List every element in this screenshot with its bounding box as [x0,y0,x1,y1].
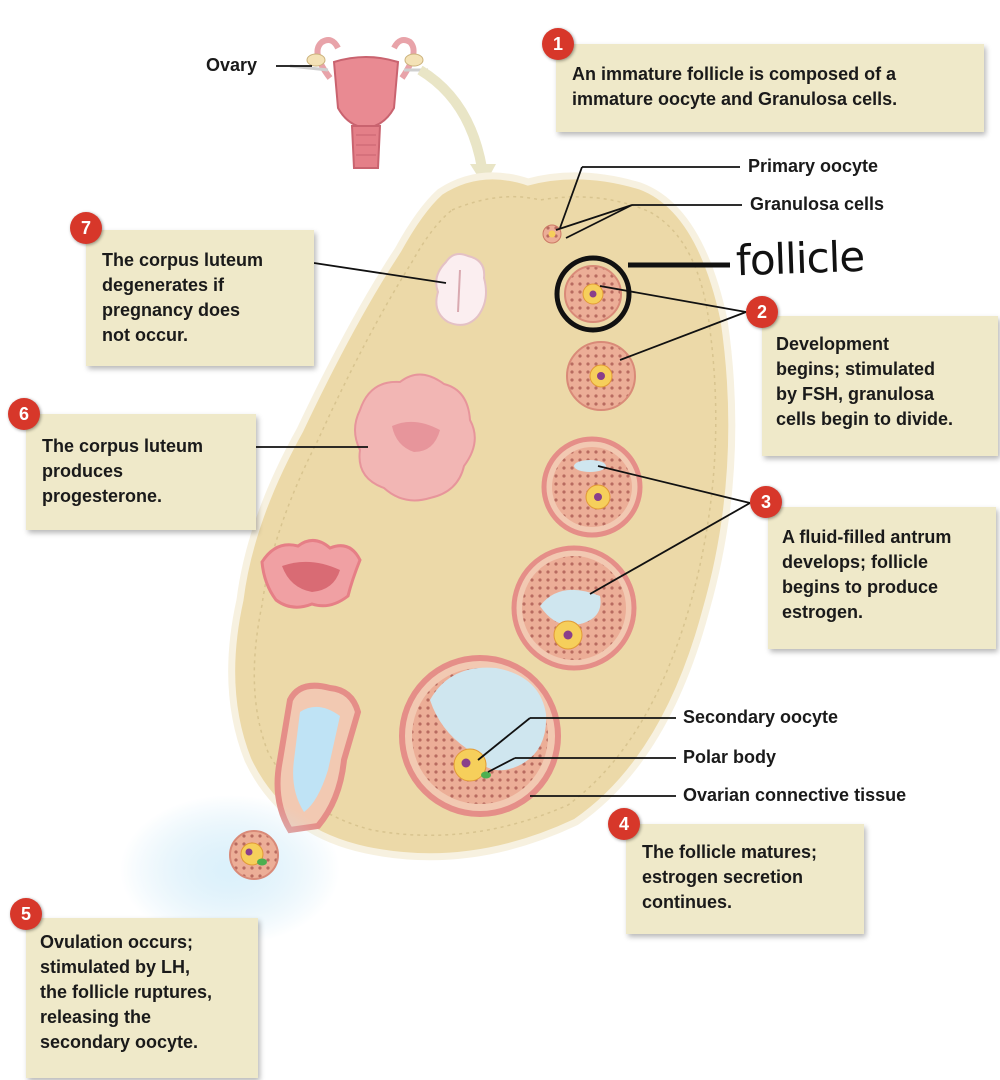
label-granulosa-cells: Granulosa cells [750,194,885,214]
step-5-line: releasing the [40,1007,152,1027]
step-7-line: not occur. [102,325,189,345]
step-4-box: The follicle matures; estrogen secretion… [626,824,864,934]
step-2-line: cells begin to divide. [776,409,954,429]
antral-follicle-large [511,545,637,671]
step-1-line: immature oocyte and Granulosa cells. [572,89,898,109]
step-4-line: continues. [642,892,733,912]
label-ovarian-connective-tissue: Ovarian connective tissue [683,785,907,805]
corpus-luteum-early [260,539,362,609]
uterus-illustration [289,37,428,169]
step-3-line: A fluid-filled antrum [782,527,952,547]
follicle-annotation-circle [554,255,632,333]
step-4-line: estrogen secretion [642,867,804,887]
corpus-luteum [354,373,476,502]
step-6-line: produces [42,461,124,481]
step-3-box: A fluid-filled antrum develops; follicle… [768,507,996,649]
step-1-box: An immature follicle is composed of a im… [556,44,984,132]
step-2-line: Development [776,334,890,354]
developing-follicle-a [564,265,622,323]
step-3-line: estrogen. [782,602,864,622]
step-7-box: The corpus luteum degenerates if pregnan… [86,230,314,366]
ruptured-follicle [120,682,362,945]
step-5-badge: 5 [10,898,42,930]
step-5-line: Ovulation occurs; [40,932,194,952]
step-2-line: by FSH, granulosa [776,384,935,404]
mature-follicle [399,655,561,817]
step-3-line: begins to produce [782,577,939,597]
step-2-line: begins; stimulated [776,359,936,379]
antral-follicle-small [541,436,643,538]
label-ovary: Ovary [206,55,258,75]
step-5-line: the follicle ruptures, [40,982,213,1002]
step-3-badge: 3 [750,486,782,518]
handwritten-follicle-annotation: follicle [735,231,865,286]
step-5-box: Ovulation occurs; stimulated by LH, the … [26,918,258,1078]
step-6-box: The corpus luteum produces progesterone. [26,414,256,530]
step-4-line: The follicle matures; [642,842,818,862]
label-polar-body: Polar body [683,747,777,767]
step-5-line: secondary oocyte. [40,1032,199,1052]
step-7-line: degenerates if [102,275,225,295]
ovary-cortex-line [253,195,717,837]
step-6-badge: 6 [8,398,40,430]
step-2-badge: 2 [746,296,778,328]
step-4-badge: 4 [608,808,640,840]
step-7-badge: 7 [70,212,102,244]
step-5-line: stimulated by LH, [40,957,191,977]
primary-follicle [542,224,562,244]
step-1-line: An immature follicle is composed of a [572,64,897,84]
step-7-line: The corpus luteum [102,250,264,270]
step-6-line: The corpus luteum [42,436,204,456]
developing-follicle-b [566,341,636,411]
label-primary-oocyte: Primary oocyte [748,156,879,176]
leader-lines [256,65,751,797]
corpus-albicans [435,253,487,326]
label-secondary-oocyte: Secondary oocyte [683,707,839,727]
step-3-line: develops; follicle [782,552,929,572]
step-7-line: pregnancy does [102,300,241,320]
step-1-badge: 1 [542,28,574,60]
zoom-arrow [417,65,487,169]
step-6-line: progesterone. [42,486,163,506]
step-2-box: Development begins; stimulated by FSH, g… [762,316,998,456]
